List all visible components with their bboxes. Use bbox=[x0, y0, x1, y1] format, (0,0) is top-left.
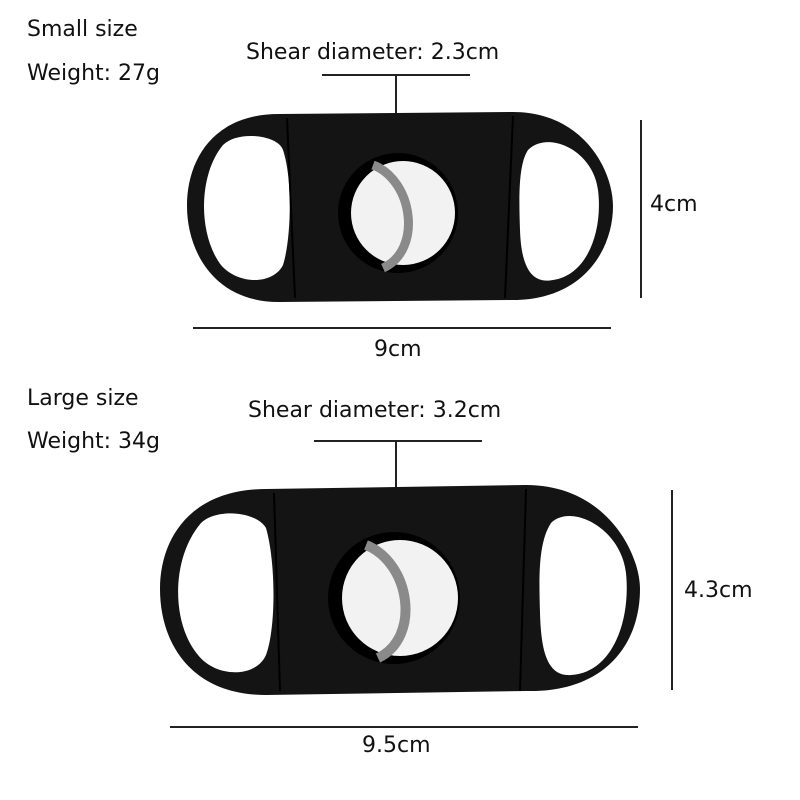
large-height-label: 4.3cm bbox=[684, 578, 753, 603]
small-height-dimension-line bbox=[640, 120, 642, 298]
large-width-dimension-line bbox=[170, 726, 638, 728]
small-height-label: 4cm bbox=[650, 192, 698, 217]
small-size-label: Small size bbox=[27, 17, 138, 42]
small-width-dimension-line bbox=[193, 327, 611, 329]
small-weight-label: Weight: 27g bbox=[27, 61, 161, 86]
large-height-dimension-line bbox=[671, 490, 673, 690]
large-weight-label: Weight: 34g bbox=[27, 429, 161, 454]
large-shear-leader-horizontal bbox=[314, 440, 482, 442]
large-shear-diameter-label: Shear diameter: 3.2cm bbox=[248, 398, 502, 423]
small-shear-diameter-label: Shear diameter: 2.3cm bbox=[246, 40, 500, 65]
large-size-label: Large size bbox=[27, 386, 139, 411]
small-cigar-cutter-image bbox=[187, 112, 613, 302]
small-width-label: 9cm bbox=[374, 337, 422, 362]
large-cigar-cutter-image bbox=[160, 485, 640, 695]
large-width-label: 9.5cm bbox=[362, 733, 431, 758]
